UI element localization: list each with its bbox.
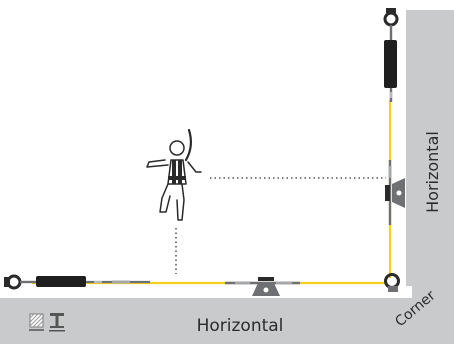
corner-block: [406, 296, 454, 344]
bottom-wall-label: Horizontal: [197, 316, 284, 336]
corner-notch: [398, 286, 412, 298]
bottom-wall: [0, 298, 410, 344]
top-energy-absorber: [384, 40, 397, 88]
left-anchor-assembly: [4, 274, 150, 290]
harnessed-worker-icon: [146, 128, 202, 221]
intermediate-bracket-horizontal: [225, 277, 300, 296]
right-wall: [406, 10, 454, 300]
left-energy-absorber: [36, 276, 86, 287]
intermediate-bracket-vertical: [385, 160, 405, 225]
corner-anchor: [384, 273, 400, 292]
top-anchor-assembly: [383, 8, 399, 102]
i-beam-icon: [49, 313, 65, 332]
hatched-square-icon: [29, 313, 44, 331]
right-wall-label: Horizontal: [423, 131, 442, 213]
